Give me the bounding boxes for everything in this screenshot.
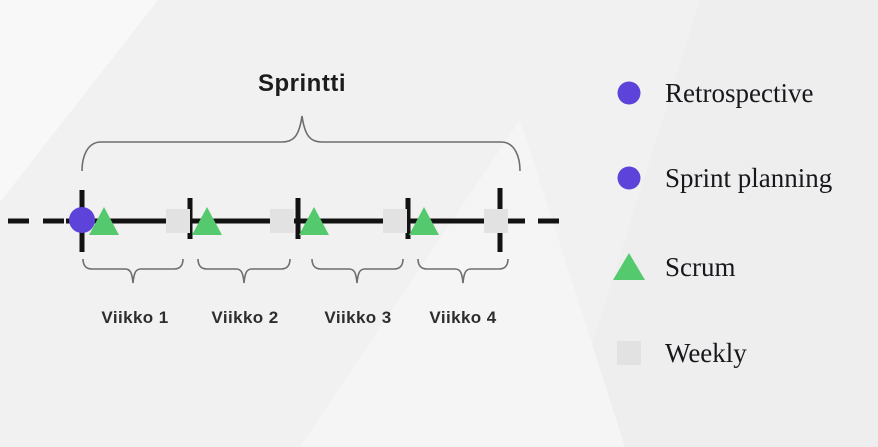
sprint-title: Sprintti <box>258 70 346 97</box>
week-brace <box>82 258 184 284</box>
week-brace <box>311 258 404 284</box>
scrum-marker-icon <box>409 207 439 235</box>
legend-item-weekly: Weekly <box>613 336 747 370</box>
legend-label: Sprint planning <box>665 162 833 193</box>
week-brace <box>197 258 291 284</box>
sprint-planning-marker-icon <box>69 207 95 233</box>
legend-item-scrum: Scrum <box>613 250 736 284</box>
retrospective-circle-icon <box>613 78 647 108</box>
weekly-marker-icon <box>166 209 190 233</box>
background-shape <box>0 0 158 202</box>
weekly-marker-icon <box>383 209 407 233</box>
scrum-marker-icon <box>192 207 222 235</box>
background-shape <box>300 120 625 447</box>
weekly-marker-icon <box>270 209 294 233</box>
weekly-markers <box>166 209 508 233</box>
week-2-label: Viikko 2 <box>211 308 279 327</box>
legend-item-sprint-planning: Sprint planning <box>613 161 832 195</box>
scrum-triangle-icon <box>613 252 647 282</box>
legend-item-retrospective: Retrospective <box>613 76 813 110</box>
weekly-square-icon <box>613 338 647 368</box>
week-3-label: Viikko 3 <box>324 308 392 327</box>
legend-label: Weekly <box>665 337 747 368</box>
background-shape <box>560 0 878 447</box>
scrum-markers <box>89 207 439 235</box>
scrum-marker-icon <box>299 207 329 235</box>
legend-label: Scrum <box>665 251 736 282</box>
week-brace <box>417 258 509 284</box>
braces <box>81 115 521 284</box>
week-1-label: Viikko 1 <box>101 308 169 327</box>
sprint-brace <box>81 115 521 172</box>
scrum-marker-icon <box>89 207 119 235</box>
week-4-label: Viikko 4 <box>429 308 497 327</box>
weekly-marker-icon <box>484 209 508 233</box>
sprint-planning-circle-icon <box>613 163 647 193</box>
legend: Retrospective Sprint planning Scrum <box>613 0 878 447</box>
legend-label: Retrospective <box>665 77 814 108</box>
